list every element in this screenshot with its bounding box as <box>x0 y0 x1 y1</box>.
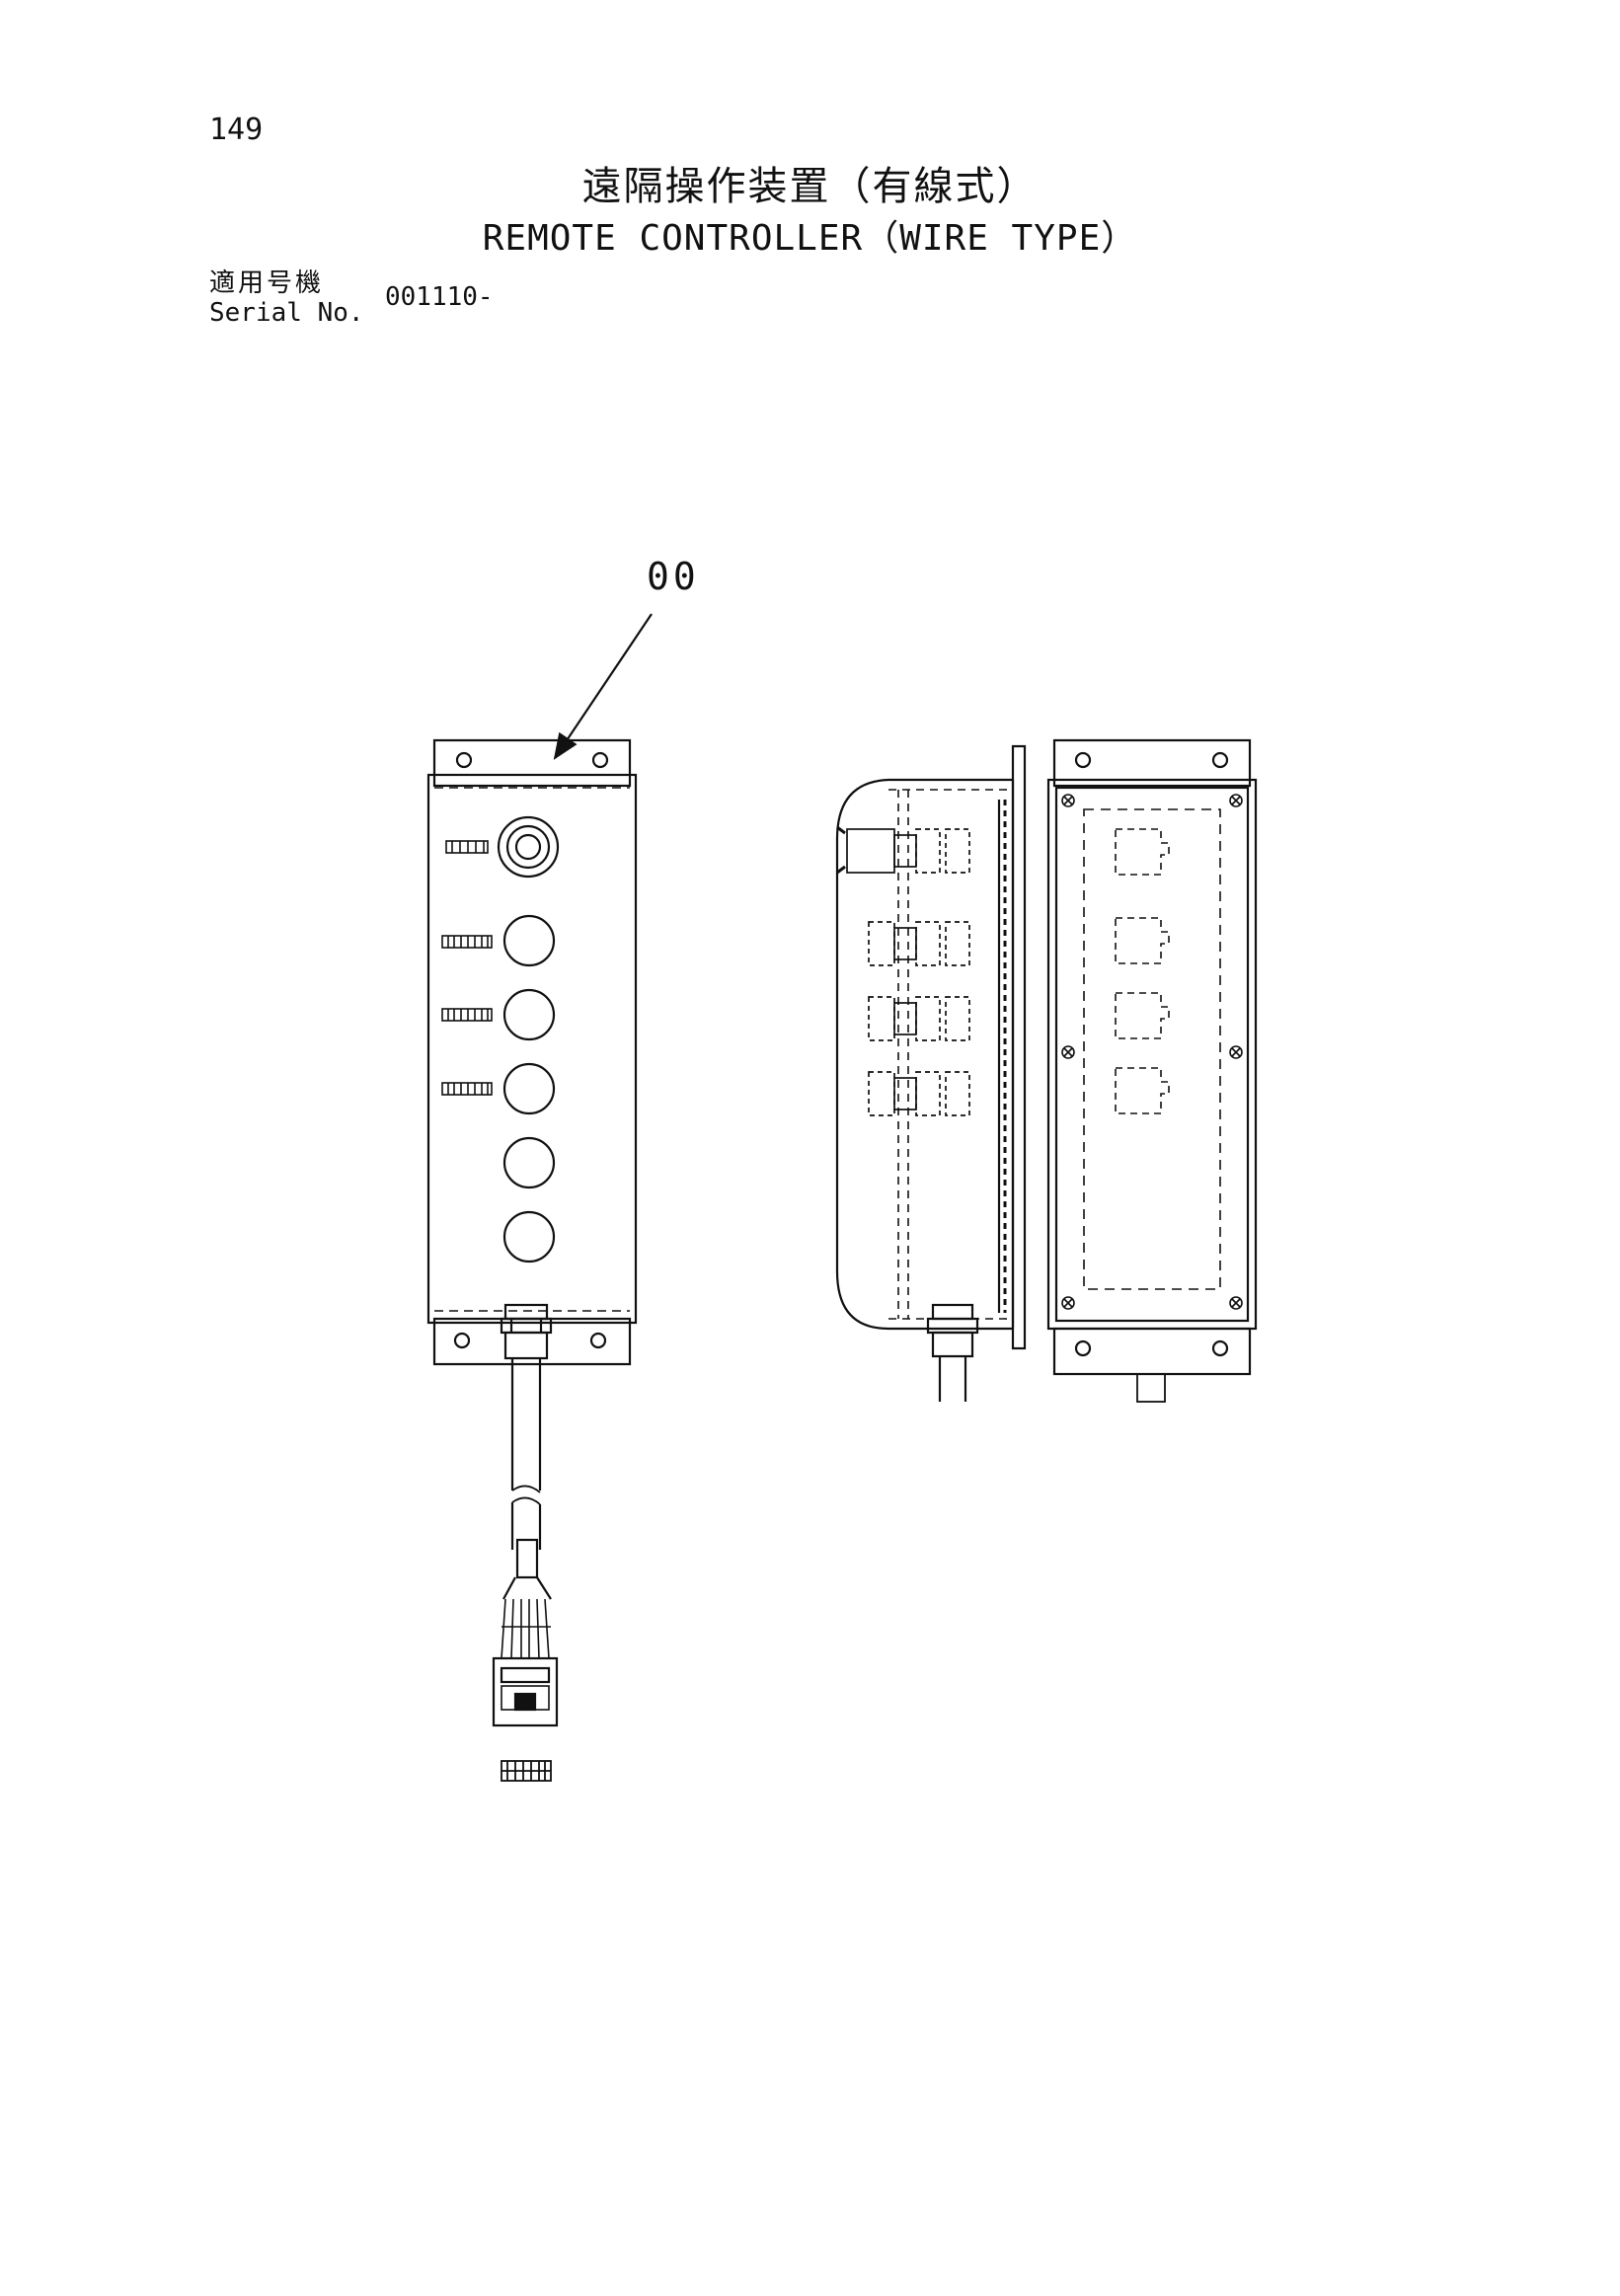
label-plate-icon <box>441 935 493 949</box>
side-cable-gland <box>926 1303 979 1402</box>
rear-body <box>1046 778 1258 1331</box>
label-plate-icon <box>441 1082 493 1096</box>
serial-label-english: Serial No. <box>209 298 364 328</box>
callout-leader-arrow <box>553 613 653 760</box>
switch-contact-block <box>868 996 970 1041</box>
page-title-english: REMOTE CONTROLLER（WIRE TYPE） <box>482 218 1138 259</box>
side-body <box>835 778 1013 1331</box>
mount-hole-icon <box>589 1332 607 1349</box>
part-callout-number: 00 <box>647 555 700 598</box>
push-button-icon <box>502 914 556 967</box>
switch-contact-block <box>868 921 970 966</box>
mount-hole-icon <box>1211 1339 1229 1357</box>
push-button-icon <box>502 1062 556 1115</box>
rear-top-flange <box>1052 738 1252 788</box>
switch-contact-block <box>836 825 970 875</box>
page-number: 149 <box>209 113 264 147</box>
serial-number-value: 001110- <box>385 282 494 312</box>
front-body <box>426 773 638 1325</box>
cover-screw-icon <box>1061 794 1243 1310</box>
mount-hole-icon <box>1211 751 1229 769</box>
front-view <box>426 738 638 1782</box>
rear-cable-stub <box>1136 1373 1166 1403</box>
mount-hole-icon <box>591 751 609 769</box>
push-button-icon <box>502 1210 556 1263</box>
hidden-switch-outline <box>1115 828 1170 1114</box>
side-view <box>835 744 1027 1402</box>
mount-hole-icon <box>453 1332 471 1349</box>
page-title-japanese: 遠隔操作装置（有線式） <box>581 164 1039 209</box>
label-plate-icon <box>445 840 489 854</box>
mount-hole-icon <box>455 751 473 769</box>
cable-gland <box>500 1303 553 1360</box>
mount-hole-icon <box>1074 1339 1092 1357</box>
front-top-flange <box>432 738 632 788</box>
rear-view <box>1046 738 1258 1403</box>
side-mounting-plate <box>1011 744 1027 1350</box>
label-plate-icon <box>441 1008 493 1022</box>
emergency-stop-switch-icon <box>497 815 560 879</box>
push-button-icon <box>502 988 556 1041</box>
rear-bottom-flange <box>1052 1327 1252 1376</box>
switch-contact-block <box>868 1071 970 1116</box>
harness-wires <box>501 1598 551 1659</box>
connector-housing <box>492 1656 559 1727</box>
mating-connector-icon <box>501 1760 552 1782</box>
mount-hole-icon <box>1074 751 1092 769</box>
control-cable <box>502 1358 552 1600</box>
push-button-icon <box>502 1136 556 1189</box>
serial-label-japanese: 適用号機 <box>209 268 325 298</box>
